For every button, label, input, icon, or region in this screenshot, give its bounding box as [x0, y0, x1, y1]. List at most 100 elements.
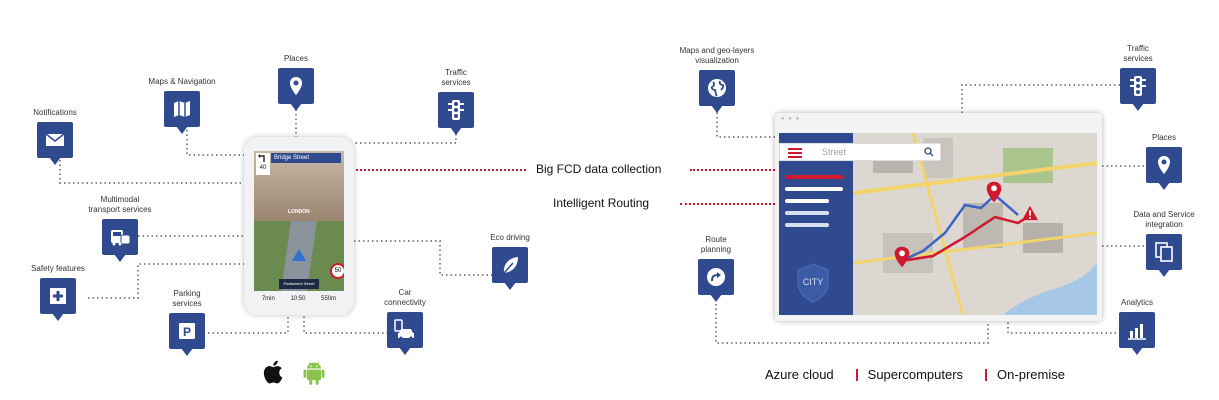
on-premise-label: On-premise: [997, 367, 1065, 382]
shield-icon: [797, 263, 829, 303]
envelope-icon: [45, 133, 65, 146]
deployment-options: Azure cloud Supercomputers On-premise: [765, 367, 1065, 382]
city-label: LONDON: [288, 209, 310, 215]
places-left-pin: [278, 68, 314, 111]
places-left-label: Places: [283, 54, 308, 63]
menu-line[interactable]: [785, 187, 843, 191]
city-badge: CITY: [796, 263, 830, 303]
places-right-pin: [1146, 147, 1182, 190]
node-data-integration[interactable]: Data and Service integration: [1109, 210, 1219, 277]
node-places-left[interactable]: Places: [241, 54, 351, 111]
apple-icon: [263, 360, 283, 384]
safety-label: Safety features: [31, 264, 85, 273]
maps-geo-label: Maps and geo-layers visualization: [679, 46, 755, 65]
location-pin-icon: [290, 77, 302, 95]
search-placeholder: Street: [822, 147, 847, 157]
bus-icon: [111, 230, 131, 246]
node-safety[interactable]: Safety features: [3, 264, 113, 321]
maps-geo-pin: [699, 70, 735, 113]
map-icon: [174, 101, 190, 117]
status-distance: 550m: [321, 296, 337, 302]
location-pin-icon: [1158, 156, 1170, 174]
node-notifications[interactable]: Notifications: [0, 108, 110, 165]
status-time: 10:50: [290, 296, 306, 302]
destination-pill: Parliament Street London: [279, 279, 319, 289]
node-places-right[interactable]: Places: [1109, 133, 1219, 190]
traffic-left-label: Traffic services: [441, 68, 471, 87]
traffic-light-icon: [448, 100, 464, 120]
os-icons: [260, 358, 328, 386]
node-analytics[interactable]: Analytics: [1082, 298, 1192, 355]
hamburger-menu-icon[interactable]: [788, 148, 802, 158]
window-sidebar: CITY: [779, 133, 855, 315]
node-multimodal[interactable]: Multimodal transport services: [65, 195, 175, 262]
multimodal-label: Multimodal transport services: [88, 195, 152, 214]
routing-label: Intelligent Routing: [553, 196, 650, 210]
analytics-pin: [1119, 312, 1155, 355]
traffic-light-icon: [1130, 76, 1146, 96]
car-pin: [387, 312, 423, 355]
traffic-left-pin: [438, 92, 474, 135]
route-planning-pin: [698, 259, 734, 302]
node-eco[interactable]: Eco driving: [455, 233, 565, 290]
city-map[interactable]: [853, 133, 1097, 315]
maps-navigation-label: Maps & Navigation: [148, 77, 216, 86]
map-pin-icon: [986, 181, 1002, 203]
parking-pin: P: [169, 313, 205, 356]
fcd-dash-right: [690, 169, 775, 171]
turn-distance: 40: [259, 165, 267, 171]
copy-icon: [1155, 242, 1173, 262]
eco-label: Eco driving: [490, 233, 530, 242]
multimodal-pin: [102, 219, 138, 262]
routing-dash: [680, 203, 775, 205]
city-dashboard-window: ● ● ● CITY S: [775, 113, 1102, 321]
data-integration-pin: [1146, 234, 1182, 277]
search-icon[interactable]: [924, 147, 934, 157]
car-connect-icon: [394, 319, 414, 340]
fcd-dash-left: [356, 169, 526, 171]
menu-line[interactable]: [785, 211, 829, 215]
phone-screen[interactable]: 40 Bridge Street LONDON 50 Parliament St…: [254, 151, 344, 291]
places-right-label: Places: [1151, 133, 1176, 142]
data-integration-label: Data and Service integration: [1133, 210, 1195, 229]
notifications-pin: [37, 122, 73, 165]
fcd-label: Big FCD data collection: [536, 162, 662, 176]
node-route-planning[interactable]: Route planning: [661, 235, 771, 302]
turn-instruction: 40: [256, 153, 270, 175]
node-parking[interactable]: Parking services P: [132, 289, 242, 356]
window-titlebar: ● ● ●: [781, 116, 801, 122]
supercomputers-label: Supercomputers: [867, 367, 964, 382]
node-traffic-left[interactable]: Traffic services: [401, 68, 511, 135]
city-badge-text: CITY: [802, 277, 824, 287]
parking-icon: P: [179, 323, 195, 339]
node-traffic-right[interactable]: Traffic services: [1083, 44, 1193, 111]
street-name: Bridge Street: [271, 153, 341, 163]
traffic-right-pin: [1120, 68, 1156, 111]
phone-status-bar: 7min 10:50 550m: [254, 293, 344, 305]
speed-limit: 50: [330, 263, 344, 279]
node-maps-navigation[interactable]: Maps & Navigation: [127, 77, 237, 134]
traffic-right-label: Traffic services: [1123, 44, 1153, 63]
analytics-label: Analytics: [1120, 298, 1153, 307]
safety-pin: [40, 278, 76, 321]
separator: [855, 369, 858, 381]
globe-icon: [708, 79, 726, 97]
separator: [985, 369, 988, 381]
node-car[interactable]: Car connectivity: [350, 288, 460, 355]
first-aid-icon: [50, 288, 66, 304]
eco-pin: [492, 247, 528, 290]
map-search-bar[interactable]: Street: [779, 143, 941, 161]
status-mode: 7min: [261, 296, 275, 302]
parking-label: Parking services: [172, 289, 202, 308]
city-map-illustration: [853, 133, 1097, 315]
route-arrow-icon: [707, 268, 725, 286]
route-planning-label: Route planning: [700, 235, 732, 254]
phone-mockup: 40 Bridge Street LONDON 50 Parliament St…: [244, 137, 354, 315]
bar-chart-icon: [1128, 324, 1146, 340]
maps-navigation-pin: [164, 91, 200, 134]
menu-line[interactable]: [785, 223, 829, 227]
menu-line-active[interactable]: [785, 175, 843, 179]
menu-line[interactable]: [785, 199, 829, 203]
node-maps-geo[interactable]: Maps and geo-layers visualization: [662, 46, 772, 113]
svg-text:P: P: [183, 325, 191, 339]
